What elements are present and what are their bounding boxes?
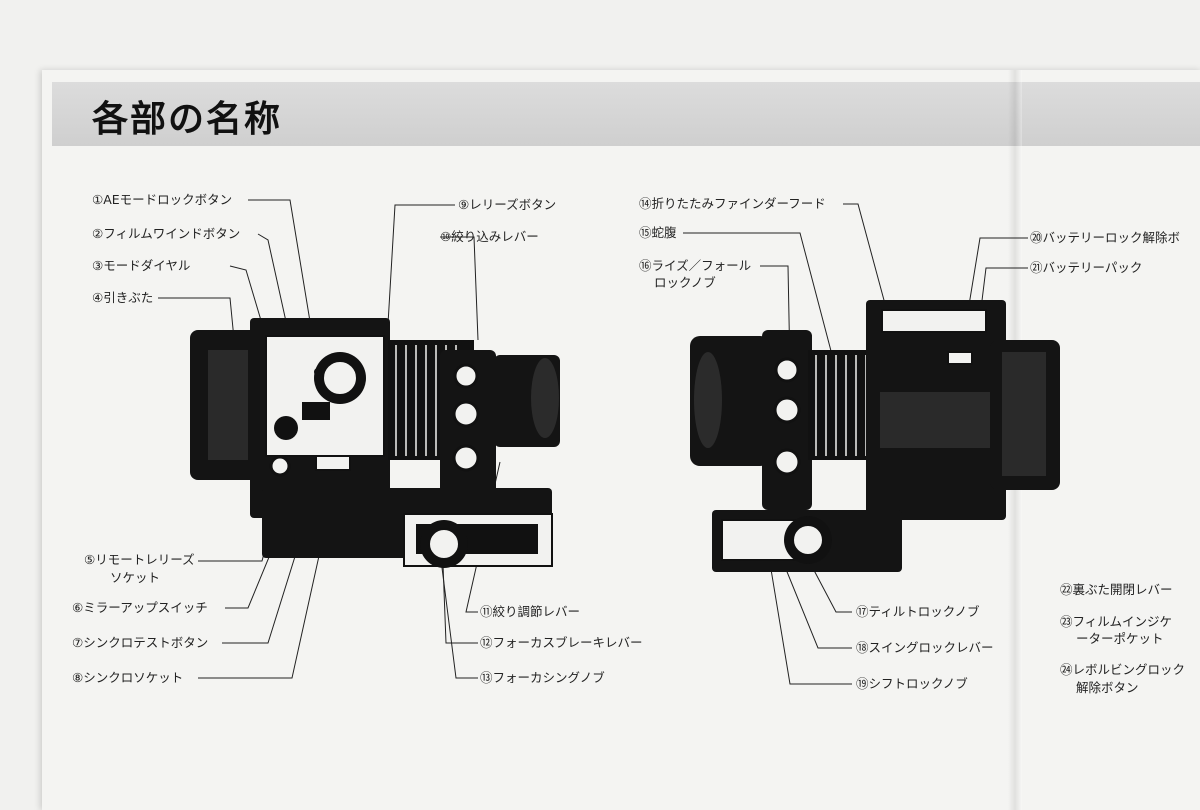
label-sync-socket: ⑧シンクロソケット: [72, 670, 184, 685]
label-tilt-lock-knob: ⑰ティルトロックノブ: [856, 604, 980, 619]
page-title: 各部の名称: [92, 99, 283, 140]
label-revolving-lock-release-2: 解除ボタン: [1076, 680, 1139, 695]
label-aperture-lever: ⑪絞り調節レバー: [480, 604, 581, 619]
label-focusing-knob: ⑬フォーカシングノブ: [480, 670, 605, 685]
label-film-indicator-pocket-1: ㉓フィルムインジケ: [1060, 614, 1173, 629]
label-battery-lock-release: ⑳バッテリーロック解除ボ: [1030, 230, 1181, 245]
label-remote-release-socket-2: ソケット: [110, 570, 161, 585]
camera-left-illustration: [190, 318, 560, 568]
label-slide-cover: ④引きぶた: [92, 290, 154, 305]
label-bellows: ⑮蛇腹: [639, 225, 677, 240]
label-rise-fall-lock-knob-2: ロックノブ: [654, 275, 716, 290]
label-focus-brake-lever: ⑫フォーカスブレーキレバー: [480, 635, 643, 650]
label-film-indicator-pocket-2: ーターポケット: [1076, 631, 1164, 646]
label-revolving-lock-release-1: ㉔レボルビングロック: [1060, 662, 1186, 677]
label-rise-fall-lock-knob-1: ⑯ライズ／フォール: [639, 258, 752, 273]
label-swing-lock-lever: ⑱スイングロックレバー: [856, 640, 994, 655]
label-folding-finder-hood: ⑭折りたたみファインダーフード: [639, 196, 826, 211]
camera-right-illustration: [690, 300, 1060, 572]
label-sync-test-button: ⑦シンクロテストボタン: [72, 635, 209, 650]
label-back-cover-lever: ㉒裏ぶた開閉レバー: [1060, 582, 1173, 597]
label-stop-down-lever: ⑩絞り込みレバー: [440, 229, 539, 244]
label-battery-pack: ㉑バッテリーパック: [1030, 260, 1143, 275]
label-release-button: ⑨レリーズボタン: [458, 197, 557, 212]
title-band: [52, 82, 1200, 146]
bellows-right: [808, 350, 874, 460]
label-film-wind-button: ②フィルムワインドボタン: [92, 226, 241, 241]
label-mirror-up-switch: ⑥ミラーアップスイッチ: [72, 600, 208, 615]
label-mode-dial: ③モードダイヤル: [92, 258, 191, 273]
label-ae-mode-lock-button: ①AEモードロックボタン: [92, 192, 233, 207]
label-remote-release-socket-1: ⑤リモートレリーズ: [84, 552, 195, 567]
label-shift-lock-knob: ⑲シフトロックノブ: [856, 676, 968, 691]
